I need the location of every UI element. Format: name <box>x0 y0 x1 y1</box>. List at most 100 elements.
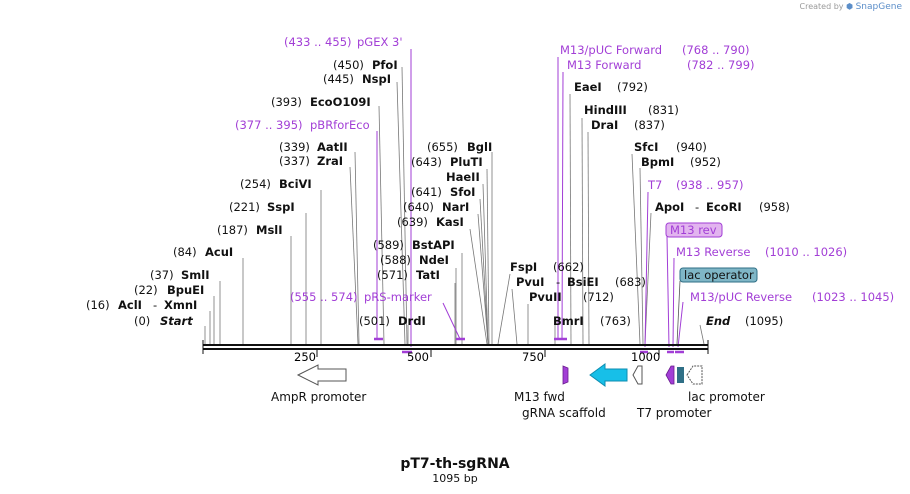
primer-name: M13 Forward <box>567 58 641 72</box>
primers: (433 .. 455) pGEX 3' (377 .. 395) pBRfor… <box>235 35 894 304</box>
primer-name: pGEX 3' <box>357 35 403 49</box>
site-name: BpmI <box>641 155 674 169</box>
site-name: PluTI <box>450 155 483 169</box>
primer-range: (1023 .. 1045) <box>812 290 894 304</box>
site-name: FspI <box>510 260 537 274</box>
site-pos: (641) <box>411 185 442 199</box>
site-name: EaeI <box>574 80 602 94</box>
site-name: KasI <box>436 215 464 229</box>
site-name: XmnI <box>164 298 197 312</box>
primer-name: M13/pUC Forward <box>560 43 662 57</box>
lac-operator-feature <box>677 367 684 383</box>
snapgene-credit: Created by ⬢ SnapGene <box>800 2 903 12</box>
site-pos: (571) <box>377 268 408 282</box>
primer-range: (782 .. 799) <box>687 58 755 72</box>
site-name: MslI <box>256 223 283 237</box>
m13-fwd-label: M13 fwd <box>514 390 565 404</box>
lac-promoter-label: lac promoter <box>688 390 765 404</box>
lac-promoter-arrow <box>686 365 703 385</box>
site-name: DrdI <box>398 314 426 328</box>
site-pos: (445) <box>323 72 354 86</box>
site-name: ZraI <box>317 154 343 168</box>
site-pos: (22) <box>134 283 158 297</box>
sites-mid: (655) BglI (643) PluTI HaeII (641) SfoI … <box>359 140 492 328</box>
primer-name: M13/pUC Reverse <box>690 290 792 304</box>
site-name: BpuEI <box>167 283 204 297</box>
sites-left: (0) Start (16) AclI - XmnI (22) BpuEI (3… <box>86 58 398 328</box>
site-pos: (837) <box>634 118 665 132</box>
site-pos: (712) <box>583 290 614 304</box>
site-sep: - <box>556 275 560 289</box>
site-name: NarI <box>442 200 469 214</box>
site-name: BsiEI <box>567 275 599 289</box>
site-name: AclI <box>118 298 142 312</box>
m13-rev-box <box>665 222 723 238</box>
primer-name: pRS-marker <box>364 290 432 304</box>
site-name: NspI <box>362 72 391 86</box>
site-pos: (831) <box>648 103 679 117</box>
m13-rev-feature <box>665 365 675 385</box>
site-pos: (588) <box>380 253 411 267</box>
primer-range: (938 .. 957) <box>676 178 744 192</box>
lac-operator-label: lac operator <box>684 268 754 282</box>
t7-promoter-arrow <box>632 365 643 385</box>
site-sep: - <box>695 200 699 214</box>
site-name: PfoI <box>372 58 398 72</box>
primer-range: (555 .. 574) <box>290 290 358 304</box>
site-pos: (221) <box>229 200 260 214</box>
credit-prefix: Created by <box>799 2 844 11</box>
site-name: AatII <box>317 140 348 154</box>
site-pos: (254) <box>240 177 271 191</box>
site-pos: (1095) <box>745 314 783 328</box>
t7-promoter-label: T7 promoter <box>636 406 712 420</box>
ruler-tick-500: 500 <box>407 350 429 364</box>
site-name: TatI <box>416 268 440 282</box>
ruler-tick-250: 250 <box>294 350 316 364</box>
site-name: BmrI <box>553 314 584 328</box>
ruler-tick-750: 750 <box>522 350 544 364</box>
site-pos: (0) <box>134 314 150 328</box>
site-name: HindIII <box>584 103 627 117</box>
site-pos: (958) <box>759 200 790 214</box>
site-pos: (662) <box>553 260 584 274</box>
grna-scaffold-label: gRNA scaffold <box>522 406 606 420</box>
credit-brand: SnapGene <box>855 2 902 12</box>
site-start-label: Start <box>160 314 193 328</box>
site-pos: (84) <box>173 245 197 259</box>
site-name: BstAPI <box>412 238 455 252</box>
site-pos: (763) <box>600 314 631 328</box>
site-name: AcuI <box>205 245 233 259</box>
backbone <box>202 340 709 354</box>
snapgene-logo-icon: ⬢ <box>846 2 854 11</box>
site-end-label: End <box>706 314 731 328</box>
lac-operator-box <box>679 267 758 283</box>
ampr-promoter-arrow <box>296 364 347 386</box>
site-pos: (940) <box>676 140 707 154</box>
site-pos: (952) <box>690 155 721 169</box>
primer-name: M13 Reverse <box>676 245 750 259</box>
site-pos: (501) <box>359 314 390 328</box>
site-pos: (393) <box>271 95 302 109</box>
primer-sites <box>374 337 684 354</box>
site-pos: (640) <box>403 200 434 214</box>
site-pos: (339) <box>279 140 310 154</box>
site-pos: (655) <box>427 140 458 154</box>
lac-operator-line <box>676 280 681 345</box>
site-name: HaeII <box>446 170 480 184</box>
site-pos: (643) <box>411 155 442 169</box>
plasmid-title: pT7-th-sgRNA <box>400 456 509 472</box>
primer-name: pBRforEco <box>310 118 370 132</box>
primer-range: (377 .. 395) <box>235 118 303 132</box>
ruler: 250 500 750 1000 <box>294 350 660 364</box>
site-pos: (16) <box>86 298 110 312</box>
site-pos: (337) <box>279 154 310 168</box>
site-name: EcoRI <box>706 200 742 214</box>
site-pos: (37) <box>150 268 174 282</box>
site-name: EcoO109I <box>310 95 371 109</box>
primer-range: (433 .. 455) <box>284 35 352 49</box>
sites-right: EaeI (792) HindIII (831) DraI (837) SfcI… <box>510 80 790 328</box>
site-name: BglI <box>467 140 492 154</box>
site-pos: (639) <box>397 215 428 229</box>
site-name: SspI <box>267 200 295 214</box>
